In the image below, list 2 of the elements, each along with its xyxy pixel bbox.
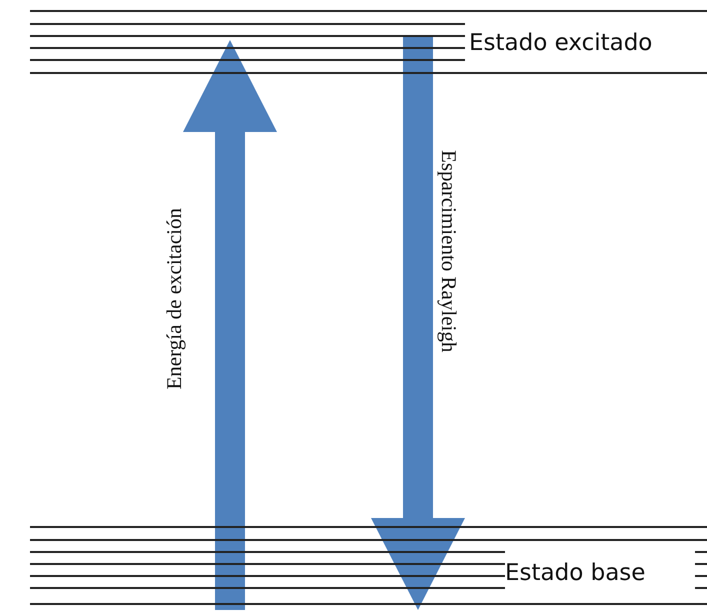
arrow: [371, 37, 465, 610]
arrow: [183, 40, 277, 610]
